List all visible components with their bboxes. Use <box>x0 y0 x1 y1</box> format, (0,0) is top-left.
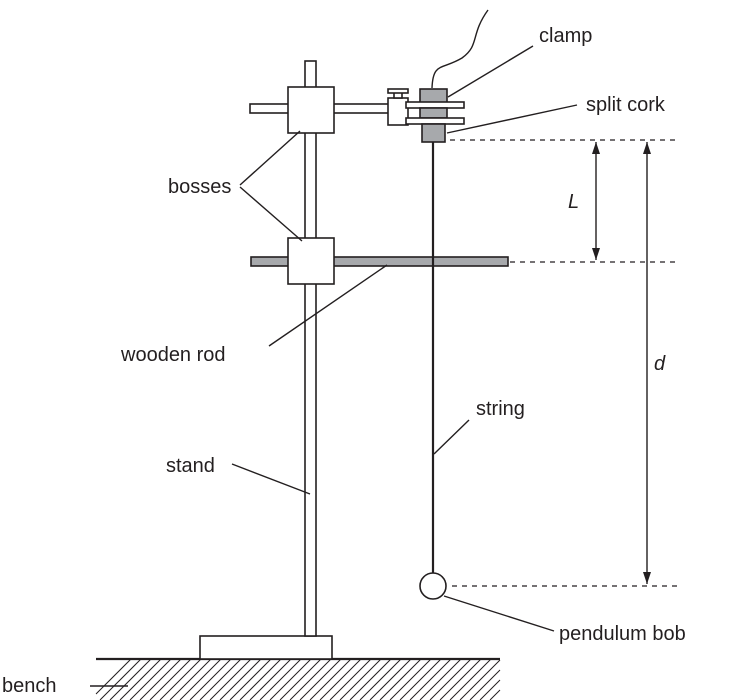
upper-boss <box>287 86 335 134</box>
bench-hatch-line <box>95 658 132 695</box>
clamp-wire <box>431 9 489 89</box>
bench-hatch-line <box>309 658 352 700</box>
bench-hatch-line <box>449 658 492 700</box>
bench-hatch-line <box>269 658 312 700</box>
bench-hatch-line <box>329 658 372 700</box>
bench-hatch-line <box>159 658 202 700</box>
bench-hatch-line <box>229 658 272 700</box>
wooden-rod-leader <box>268 264 388 347</box>
pendulum-bob-label: pendulum bob <box>559 623 686 645</box>
bench-hatch-line <box>199 658 242 700</box>
split-cork-leader <box>446 104 578 134</box>
pendulum-bob <box>419 572 447 600</box>
d-label: d <box>654 353 666 375</box>
bench-hatch-line <box>219 658 262 700</box>
bench-hatch-line <box>139 658 182 700</box>
string-label: string <box>476 398 525 420</box>
bench-hatch-line <box>239 658 282 700</box>
bench-hatch-line <box>299 658 342 700</box>
bench-hatch-line <box>459 659 501 700</box>
split-cork-label: split cork <box>586 94 666 116</box>
bench-hatch-line <box>359 658 402 700</box>
bench <box>95 657 501 700</box>
bosses-leader-upper <box>239 130 301 186</box>
bosses-leader-lower <box>239 186 303 242</box>
bench-hatch-line <box>149 658 192 700</box>
bench-hatch-line <box>209 658 252 700</box>
bench-hatch-line <box>469 669 501 700</box>
L-label: L <box>568 191 579 213</box>
bench-hatch-line <box>279 658 322 700</box>
bench-hatch-line <box>169 658 212 700</box>
bench-hatch-line <box>319 658 362 700</box>
bench-hatch-line <box>129 658 172 700</box>
bench-hatch-line <box>439 658 482 700</box>
bench-hatch-line <box>259 658 302 700</box>
bench-hatch-line <box>399 658 442 700</box>
clamp-label: clamp <box>539 25 592 47</box>
clamp-leader <box>447 45 534 98</box>
bench-hatch-line <box>409 658 452 700</box>
L-dimension-arrow <box>592 142 600 260</box>
bench-hatch-line <box>119 658 162 700</box>
stand-label: stand <box>166 455 215 477</box>
wooden-rod <box>250 256 509 267</box>
bench-hatch-line <box>429 658 472 700</box>
bench-hatch-line <box>419 658 462 700</box>
bench-hatch-line <box>379 658 422 700</box>
bench-hatch-line <box>289 658 332 700</box>
pendulum-bob-leader <box>443 595 555 632</box>
bench-hatch-line <box>389 658 432 700</box>
bench-hatch-line <box>479 679 501 700</box>
clamp-assembly <box>387 88 465 143</box>
lower-boss <box>287 237 335 285</box>
bench-label: bench <box>2 675 57 697</box>
bench-hatch-line <box>189 658 232 700</box>
bench-hatch-line <box>99 658 142 700</box>
bench-hatch-line <box>339 658 382 700</box>
d-dimension-arrow <box>643 142 651 584</box>
stand-leader <box>231 463 311 495</box>
stand-base <box>199 635 333 660</box>
bosses-label: bosses <box>168 176 231 198</box>
bench-hatch-line <box>109 658 152 700</box>
bench-hatch-line <box>489 689 501 700</box>
wooden-rod-label: wooden rod <box>120 344 226 366</box>
string-leader <box>433 419 470 455</box>
bench-hatch-line <box>349 658 392 700</box>
stand-rod <box>304 60 317 637</box>
bench-hatch-line <box>249 658 292 700</box>
bench-hatch-line <box>369 658 412 700</box>
bench-hatching <box>95 658 501 700</box>
bench-hatch-line <box>179 658 222 700</box>
